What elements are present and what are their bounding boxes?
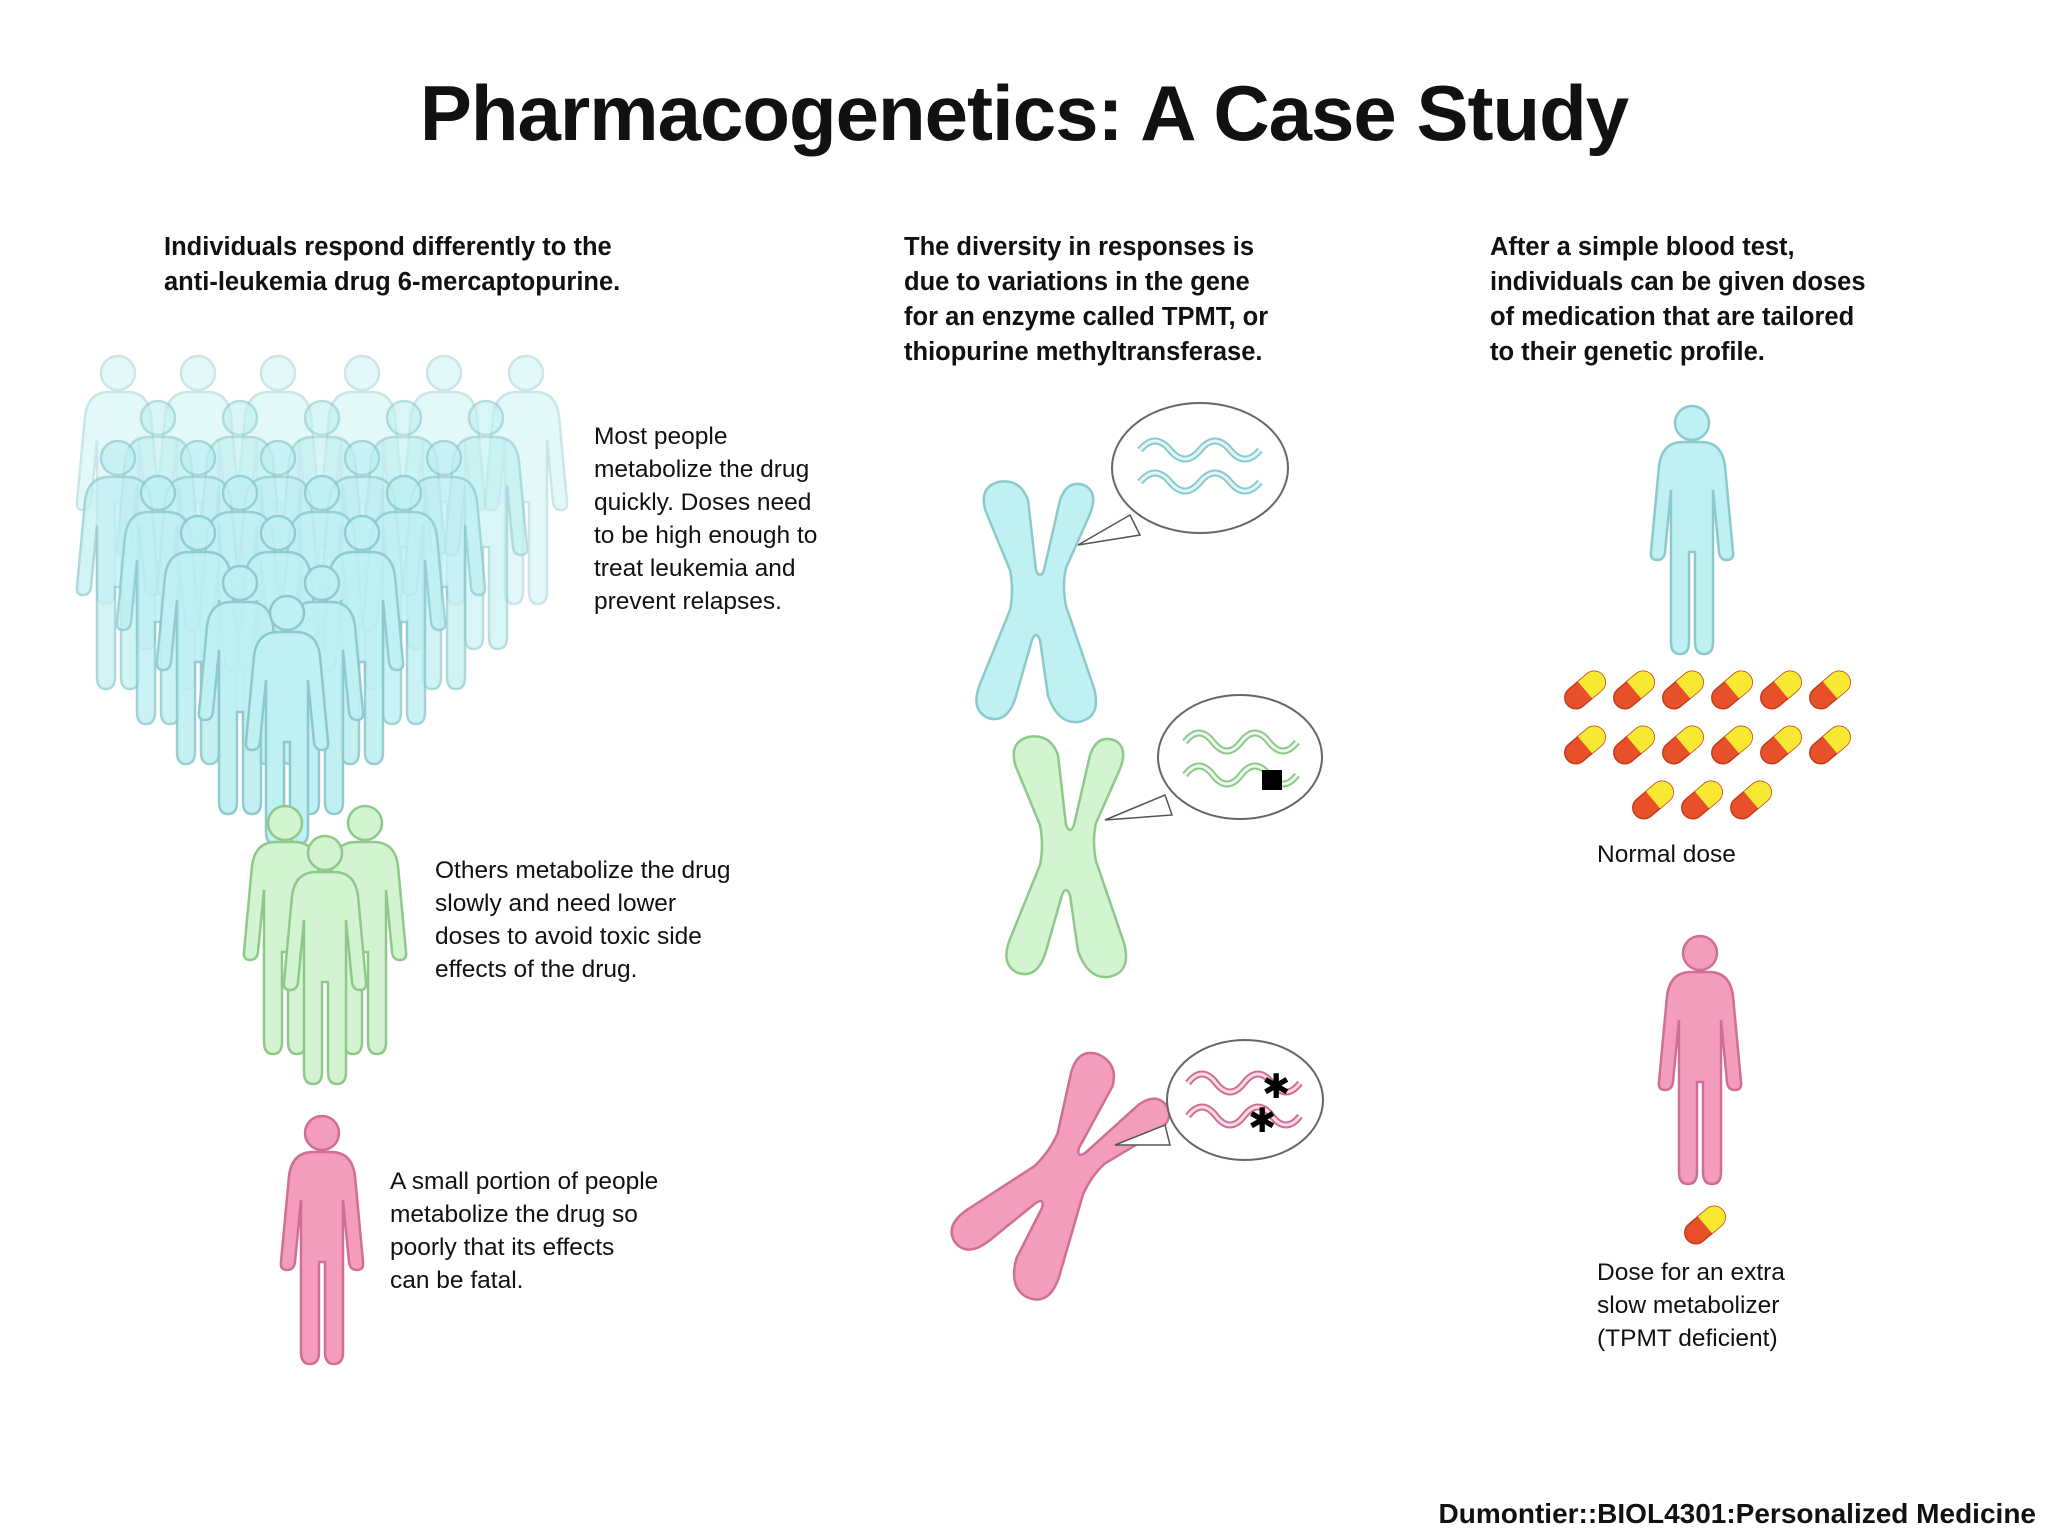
- left-column-heading: Individuals respond differently to the a…: [164, 233, 621, 296]
- footer-credit: Dumontier::BIOL4301:Personalized Medicin…: [1438, 1498, 2036, 1529]
- chromosome-variant-gene: [1005, 694, 1323, 979]
- pill-icon: [1804, 666, 1856, 714]
- pill-icon: [1706, 666, 1758, 714]
- pill-icon: [1608, 666, 1660, 714]
- extra-slow-metabolizer-person: [1657, 934, 1743, 1186]
- pill-icon: [1706, 721, 1758, 769]
- pill-icon: [1627, 776, 1679, 824]
- pill-icon: [1559, 721, 1611, 769]
- normal-metabolizer-person: [1649, 404, 1735, 656]
- chromosome-deficient-gene: ✱ ✱: [941, 1039, 1324, 1309]
- pill-icon: [1755, 666, 1807, 714]
- slow-metabolizer-group: [242, 804, 408, 1086]
- poor-metabolizer-caption: A small portion of people metabolize the…: [390, 1168, 659, 1294]
- normal-dose-pills: [1559, 666, 1856, 824]
- normal-dose-label: Normal dose: [1597, 841, 1736, 868]
- right-column-heading: After a simple blood test, individuals c…: [1490, 233, 1866, 366]
- pill-icon: [1804, 721, 1856, 769]
- pill-icon: [1679, 1201, 1731, 1249]
- pill-icon: [1755, 721, 1807, 769]
- mutation-square-icon: [1262, 770, 1282, 790]
- fast-metabolizer-caption: Most people metabolize the drug quickly.…: [594, 423, 818, 615]
- pill-icon: [1559, 666, 1611, 714]
- middle-column-heading: The diversity in responses is due to var…: [904, 233, 1269, 366]
- slow-metabolizer-caption: Others metabolize the drug slowly and ne…: [435, 857, 731, 983]
- pill-icon: [1657, 721, 1709, 769]
- pill-icon: [1725, 776, 1777, 824]
- chromosome-normal-gene: [975, 402, 1289, 724]
- slow-dose-label: Dose for an extra slow metabolizer (TPMT…: [1597, 1259, 1785, 1352]
- fast-metabolizer-crowd: [75, 354, 569, 846]
- pill-icon: [1657, 666, 1709, 714]
- mutation-star-icon: ✱: [1262, 1067, 1291, 1107]
- slow-dose-pills: [1679, 1201, 1731, 1249]
- mutation-star-icon: ✱: [1248, 1101, 1277, 1141]
- pill-icon: [1608, 721, 1660, 769]
- poor-metabolizer-person: [279, 1114, 365, 1366]
- page-title: Pharmacogenetics: A Case Study: [419, 69, 1629, 157]
- pill-icon: [1676, 776, 1728, 824]
